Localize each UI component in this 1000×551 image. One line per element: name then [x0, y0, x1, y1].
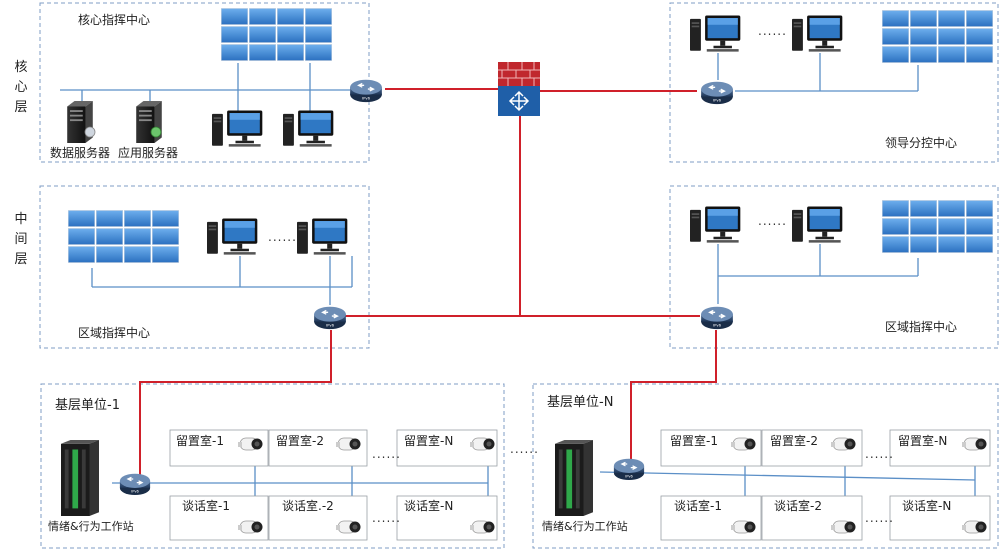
camera-icon — [238, 437, 263, 451]
unit1-title: 基层单位-1 — [55, 398, 120, 413]
talk-room-label: 谈话室-N — [404, 499, 454, 513]
pc-icon — [283, 110, 334, 147]
layer-label-core: 核心层 — [14, 60, 28, 115]
router-icon — [119, 473, 151, 496]
talk-room-label: 谈话室-1 — [182, 499, 230, 513]
ellipsis: ...... — [758, 24, 787, 38]
router-icon — [700, 81, 734, 105]
router-icon — [700, 306, 734, 330]
region-left-box — [39, 185, 370, 349]
ellipsis: ...... — [372, 511, 401, 525]
talk-room-label: 谈话室-1 — [674, 499, 722, 513]
camera-icon — [470, 437, 495, 451]
globe-badge-icon — [150, 126, 162, 138]
db-badge-icon — [84, 126, 96, 138]
data-server-label: 数据服务器 — [50, 146, 111, 160]
region-right-title: 区域指挥中心 — [885, 320, 958, 334]
holding-room-label: 留置室-2 — [276, 434, 324, 448]
pc-icon — [690, 15, 741, 52]
camera-icon — [238, 520, 263, 534]
video-wall-core — [221, 8, 332, 61]
holding-room-label: 留置室-N — [404, 434, 454, 448]
pc-icon — [792, 15, 843, 52]
pc-icon — [212, 110, 263, 147]
pc-icon — [792, 206, 843, 243]
camera-icon — [731, 437, 756, 451]
region-left-title: 区域指挥中心 — [78, 326, 151, 340]
ellipsis: ...... — [758, 214, 787, 228]
unit1-workstation-label: 情绪&行为工作站 — [48, 520, 134, 533]
talk-room-label: 谈话室-N — [902, 499, 952, 513]
lan-links — [60, 53, 976, 521]
video-wall-region-left — [68, 210, 179, 263]
holding-room-label: 留置室-2 — [770, 434, 818, 448]
ellipsis: ...... — [510, 442, 539, 456]
ellipsis: ...... — [865, 447, 894, 461]
unitN-workstation-label: 情绪&行为工作站 — [542, 520, 628, 533]
holding-room-label: 留置室-1 — [176, 434, 224, 448]
camera-icon — [831, 520, 856, 534]
pc-icon — [297, 218, 348, 255]
camera-icon — [831, 437, 856, 451]
unitN-title: 基层单位-N — [547, 395, 614, 410]
pc-icon — [207, 218, 258, 255]
video-wall-region-right — [882, 200, 993, 253]
talk-room-label: 谈话室.-2 — [282, 499, 334, 513]
workstation-rack-icon — [61, 440, 99, 516]
unit1-box — [40, 383, 505, 549]
camera-icon — [336, 520, 361, 534]
backbone-links — [139, 88, 717, 477]
camera-icon — [336, 437, 361, 451]
firewall-icon — [498, 62, 540, 116]
holding-room-label: 留置室-N — [898, 434, 948, 448]
layer-label-middle: 中间层 — [14, 212, 28, 267]
leader-center-box — [669, 2, 999, 163]
router-icon — [613, 458, 645, 481]
talk-room-label: 谈话室-2 — [774, 499, 822, 513]
ellipsis: ...... — [372, 447, 401, 461]
leader-center-title: 领导分控中心 — [885, 136, 958, 150]
ellipsis: ...... — [865, 511, 894, 525]
area-boxes — [39, 2, 999, 549]
camera-icon — [962, 520, 987, 534]
router-icon — [349, 79, 383, 103]
camera-icon — [470, 520, 495, 534]
router-icon — [313, 306, 347, 330]
holding-room-label: 留置室-1 — [670, 434, 718, 448]
region-right-box — [669, 185, 999, 349]
camera-icon — [962, 437, 987, 451]
video-wall-leader — [882, 10, 993, 63]
workstation-rack-icon — [555, 440, 593, 516]
ellipsis: ...... — [268, 230, 297, 244]
camera-icon — [731, 520, 756, 534]
unitN-box — [532, 383, 999, 549]
app-server-label: 应用服务器 — [118, 146, 179, 160]
core-center-title: 核心指挥中心 — [78, 13, 151, 27]
pc-icon — [690, 206, 741, 243]
